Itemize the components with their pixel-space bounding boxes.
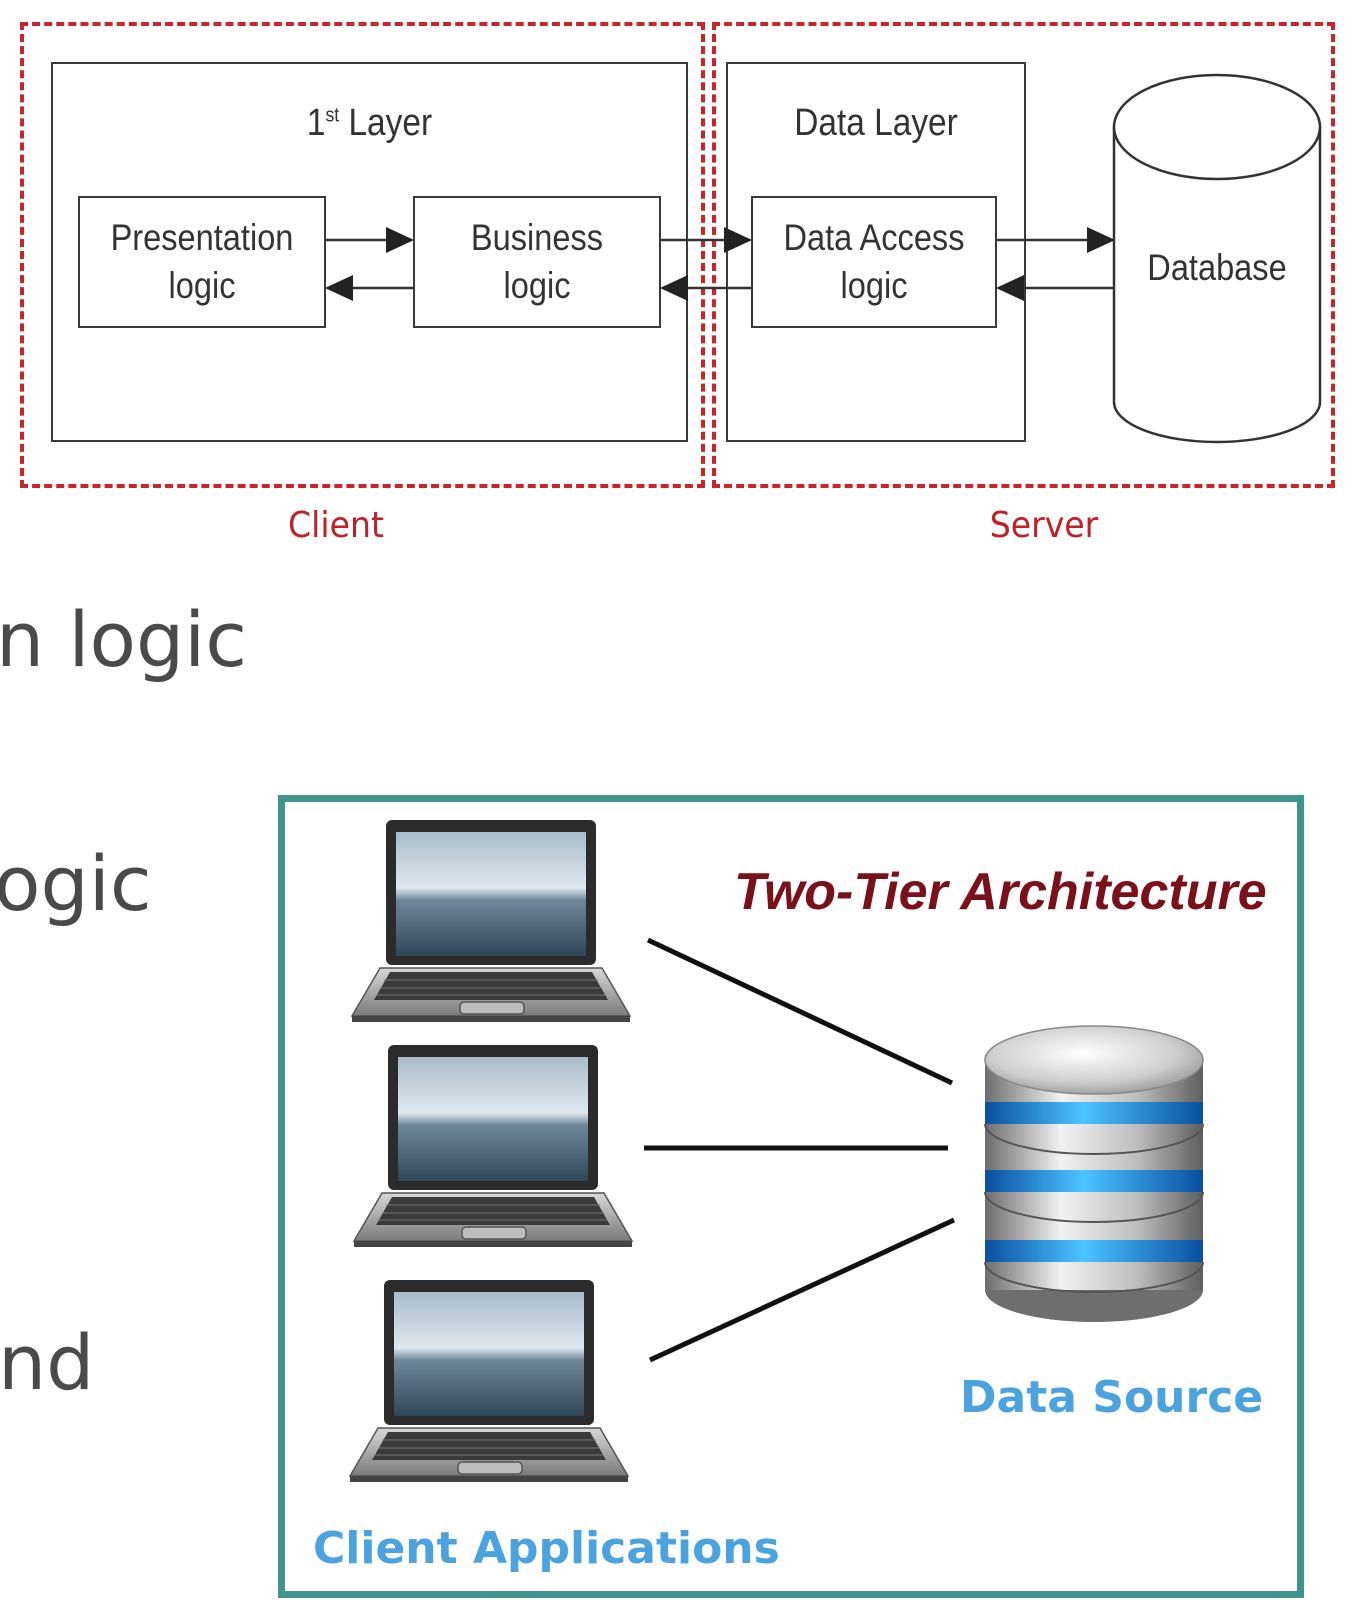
database-cylinder-icon [1112,73,1322,444]
data-access-logic-box [751,196,997,328]
data-layer-title: Data Layer [794,102,958,144]
business-logic-label: Business logic [470,217,604,306]
two-tier-title: Two-Tier Architecture [734,863,1267,921]
slide-text-fragment-1: n logic [0,595,248,684]
client-laptop-3-icon [349,1279,629,1483]
client-label: Client [288,505,384,546]
client-dashed-region [20,22,705,488]
first-layer-title: 1st Layer [306,102,433,144]
data-source-label: Data Source [960,1372,1264,1423]
client-laptop-1-icon [351,819,631,1023]
server-dashed-region [712,22,1335,488]
presentation-logic-box [78,196,326,328]
connector-client-1 [646,937,954,1086]
client-applications-label: Client Applications [313,1523,780,1574]
data-access-logic-label: Data Access logic [783,217,965,306]
business-logic-box [413,196,661,328]
server-label: Server [989,505,1099,546]
presentation-logic-label: Presentation logic [110,217,294,306]
database-label: Database [1147,247,1287,288]
client-laptop-2-icon [353,1044,633,1248]
connector-client-3 [648,1217,956,1363]
top-diagram-connectors [325,73,1322,444]
slide-text-fragment-3: nd [0,1318,95,1407]
slide-text-fragment-2: ogic [0,839,152,928]
data-source-database-icon [984,1025,1204,1322]
